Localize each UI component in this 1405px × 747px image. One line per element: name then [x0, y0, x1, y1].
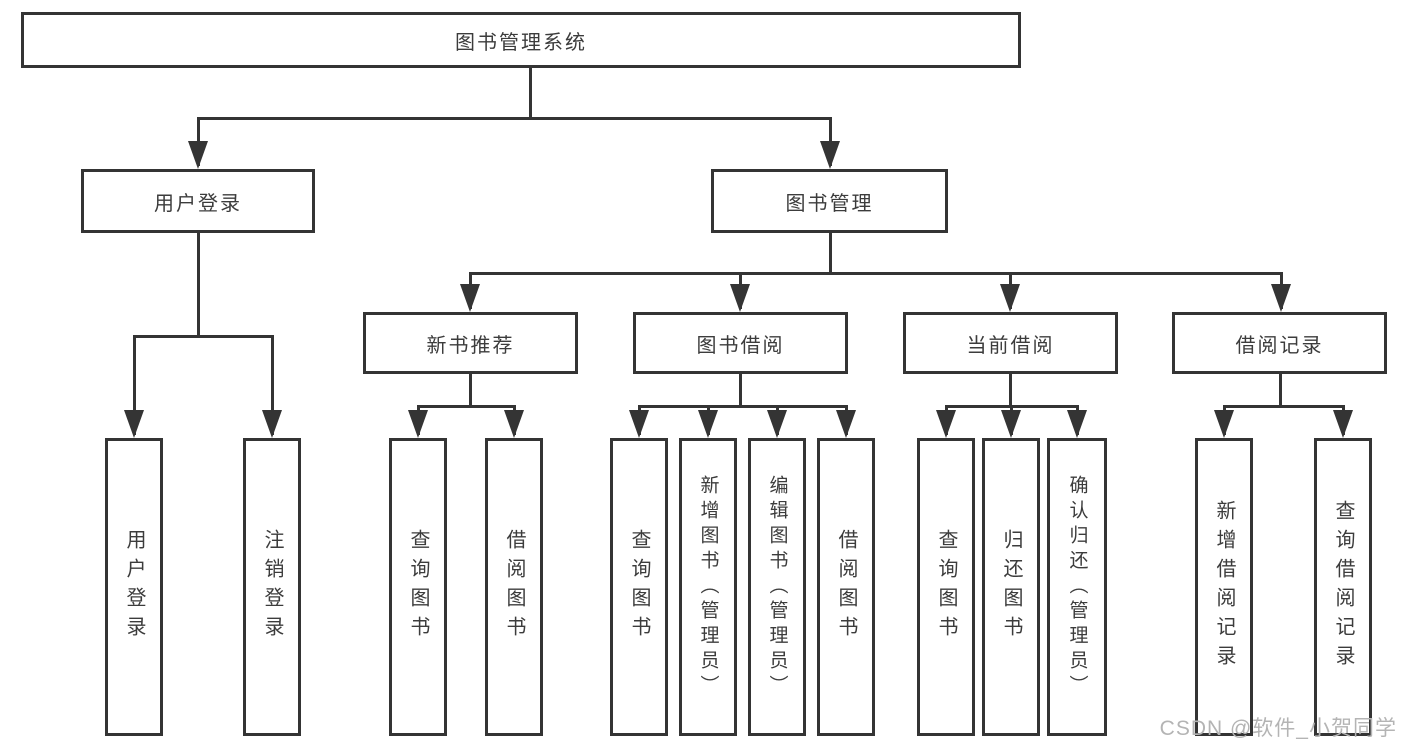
arrow-down-icon-18 — [1333, 410, 1353, 438]
node-leaf-return-book: 归还图书 — [982, 438, 1040, 736]
node-label: 查询借阅记录 — [1332, 500, 1354, 674]
connector-vline-19 — [1008, 374, 1012, 406]
arrow-down-icon-14 — [936, 410, 956, 438]
arrow-down-icon-4 — [460, 284, 480, 312]
connector-vline-0 — [528, 68, 532, 118]
node-label: 新增图书（管理员） — [697, 474, 719, 700]
connector-hline-6 — [1222, 404, 1345, 408]
node-leaf-add-book-admin: 新增图书（管理员） — [679, 438, 737, 736]
node-leaf-borrow-book: 借阅图书 — [817, 438, 875, 736]
connector-vline-11 — [468, 374, 472, 406]
watermark: CSDN @软件_小贺同学 — [1159, 717, 1397, 740]
connector-vline-4 — [132, 336, 136, 435]
node-label: 确认归还（管理员） — [1066, 474, 1088, 700]
node-branch-user-login: 用户登录 — [81, 169, 315, 233]
connector-hline-5 — [944, 404, 1079, 408]
arrow-down-icon-2 — [124, 410, 144, 438]
connector-hline-4 — [637, 404, 848, 408]
node-label: 编辑图书（管理员） — [766, 474, 788, 700]
arrow-down-icon-0 — [188, 141, 208, 169]
node-label: 当前借阅 — [966, 334, 1055, 357]
node-leaf-logout: 注销登录 — [243, 438, 301, 736]
connector-vline-23 — [1278, 374, 1282, 406]
node-label: 查询图书 — [935, 529, 957, 645]
arrow-down-icon-9 — [504, 410, 524, 438]
arrow-down-icon-11 — [698, 410, 718, 438]
node-root: 图书管理系统 — [21, 12, 1021, 68]
connector-vline-14 — [738, 374, 742, 406]
node-branch-borrow-records: 借阅记录 — [1172, 312, 1387, 374]
arrow-down-icon-1 — [820, 141, 840, 169]
arrow-down-icon-6 — [1000, 284, 1020, 312]
node-branch-book-management: 图书管理 — [711, 169, 948, 233]
arrow-down-icon-12 — [767, 410, 787, 438]
node-label: 新书推荐 — [426, 334, 515, 357]
arrow-down-icon-16 — [1067, 410, 1087, 438]
node-leaf-query-book-current: 查询图书 — [917, 438, 975, 736]
node-leaf-edit-book-admin: 编辑图书（管理员） — [748, 438, 806, 736]
node-label: 注销登录 — [261, 529, 283, 645]
arrow-down-icon-5 — [730, 284, 750, 312]
node-leaf-confirm-return-admin: 确认归还（管理员） — [1047, 438, 1107, 736]
arrow-down-icon-3 — [262, 410, 282, 438]
node-label: 借阅记录 — [1235, 334, 1324, 357]
node-label: 新增借阅记录 — [1213, 500, 1235, 674]
connector-hline-0 — [196, 116, 832, 120]
node-label: 图书借阅 — [696, 334, 785, 357]
node-label: 用户登录 — [123, 529, 145, 645]
arrow-down-icon-7 — [1271, 284, 1291, 312]
node-leaf-query-book-recommend: 查询图书 — [389, 438, 447, 736]
node-leaf-query-borrow-record: 查询借阅记录 — [1314, 438, 1372, 736]
node-label: 图书管理系统 — [455, 31, 587, 54]
node-branch-current-borrow: 当前借阅 — [903, 312, 1118, 374]
node-label: 用户登录 — [154, 192, 242, 215]
node-branch-new-book-recommend: 新书推荐 — [363, 312, 578, 374]
connector-vline-3 — [196, 233, 200, 336]
connector-hline-1 — [132, 334, 274, 338]
arrow-down-icon-15 — [1001, 410, 1021, 438]
node-branch-book-borrow: 图书借阅 — [633, 312, 848, 374]
node-leaf-add-borrow-record: 新增借阅记录 — [1195, 438, 1253, 736]
connector-vline-6 — [828, 233, 832, 273]
node-label: 归还图书 — [1000, 529, 1022, 645]
arrow-down-icon-13 — [836, 410, 856, 438]
node-label: 借阅图书 — [835, 529, 857, 645]
node-leaf-user-login: 用户登录 — [105, 438, 163, 736]
node-label: 查询图书 — [628, 529, 650, 645]
node-label: 图书管理 — [785, 192, 874, 215]
arrow-down-icon-17 — [1214, 410, 1234, 438]
connector-vline-5 — [270, 336, 274, 435]
node-label: 查询图书 — [407, 529, 429, 645]
arrow-down-icon-8 — [408, 410, 428, 438]
arrow-down-icon-10 — [629, 410, 649, 438]
node-leaf-query-book-borrow: 查询图书 — [610, 438, 668, 736]
node-label: 借阅图书 — [503, 529, 525, 645]
node-leaf-borrow-book-recommend: 借阅图书 — [485, 438, 543, 736]
connector-hline-2 — [468, 271, 1283, 275]
connector-hline-3 — [416, 404, 516, 408]
